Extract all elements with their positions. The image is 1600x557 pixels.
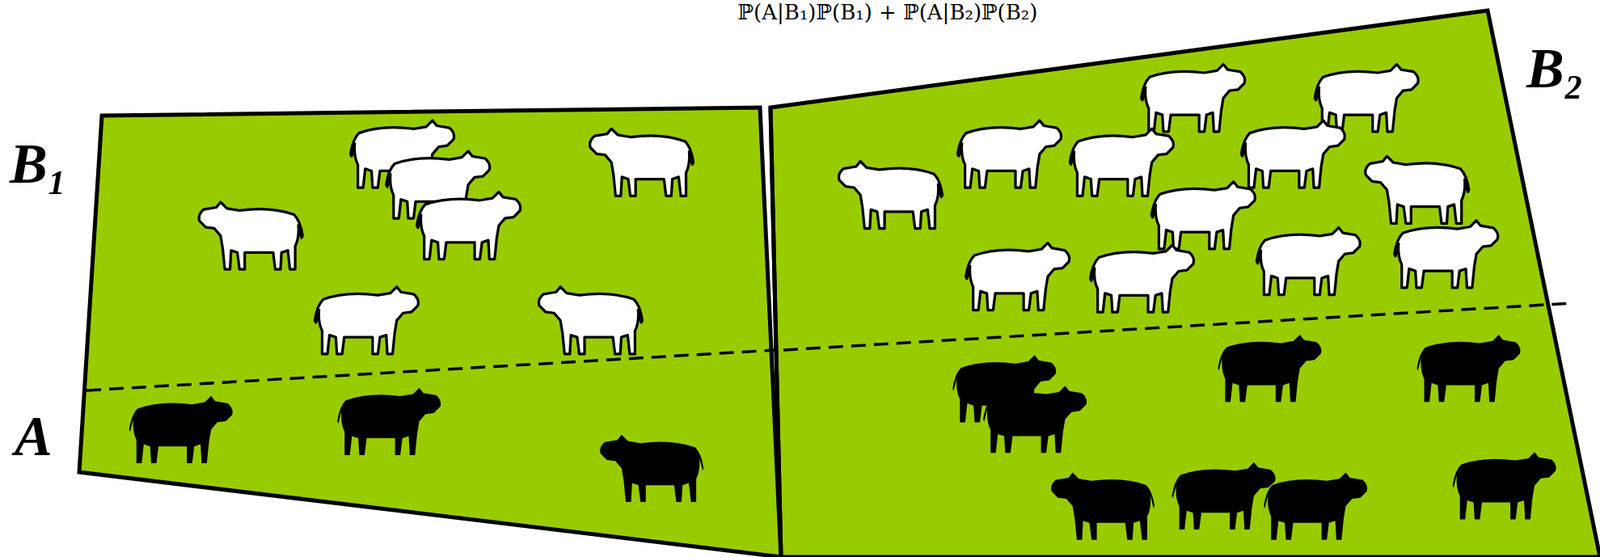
white-cow xyxy=(1090,244,1195,313)
black-cow xyxy=(1452,451,1557,520)
dashed-line xyxy=(86,350,776,391)
white-cow xyxy=(198,202,303,270)
black-cow xyxy=(129,396,233,464)
field-b2 xyxy=(770,10,1600,557)
white-cow xyxy=(1151,181,1255,250)
white-cow xyxy=(1141,64,1246,132)
set-label: B₁ xyxy=(9,135,68,193)
white-cow xyxy=(1314,64,1419,132)
white-cow xyxy=(590,128,694,196)
black-cow xyxy=(1172,462,1276,530)
white-cow xyxy=(417,191,521,259)
set-label: B₂ xyxy=(1526,40,1584,98)
white-cow xyxy=(1241,120,1345,188)
black-cow xyxy=(1051,472,1155,540)
black-cow xyxy=(599,434,704,503)
cow-group xyxy=(129,64,1557,541)
black-cow xyxy=(1416,334,1520,402)
white-cow xyxy=(1069,128,1174,196)
black-cow xyxy=(983,385,1087,453)
white-cow xyxy=(957,120,1061,188)
white-cow xyxy=(839,161,943,229)
field-divider xyxy=(770,107,782,557)
formula: ℙ(A|B₁)ℙ(B₁) + ℙ(A|B₂)ℙ(B₂) xyxy=(738,1,1039,23)
white-cow xyxy=(1256,227,1360,296)
white-cow xyxy=(1394,220,1499,288)
field-b1 xyxy=(79,107,782,557)
white-cow xyxy=(538,287,642,355)
white-cow xyxy=(1365,156,1470,224)
white-cow xyxy=(966,242,1070,310)
black-cow xyxy=(1263,472,1368,540)
black-cow xyxy=(1217,334,1322,402)
set-label: A xyxy=(14,408,53,465)
black-cow xyxy=(337,388,441,456)
white-cow xyxy=(314,287,418,355)
